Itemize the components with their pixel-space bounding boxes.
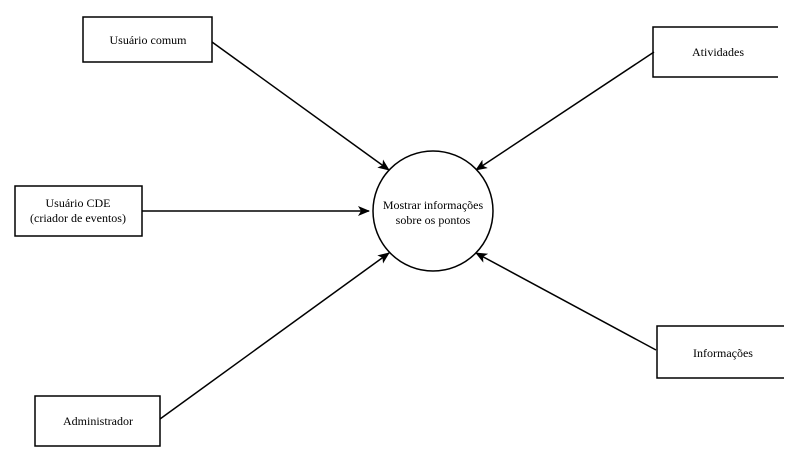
entity-label-administrador: Administrador bbox=[63, 414, 133, 428]
entity-label-usuario-comum: Usuário comum bbox=[110, 33, 188, 47]
datastore-label-informacoes: Informações bbox=[693, 346, 753, 360]
process-label-line2: sobre os pontos bbox=[396, 213, 471, 227]
entity-usuario-cde: Usuário CDE (criador de eventos) bbox=[14, 185, 143, 237]
entity-usuario-comum: Usuário comum bbox=[82, 16, 213, 63]
entity-box bbox=[34, 395, 161, 447]
entity-box bbox=[14, 185, 143, 237]
flow-atividades-to-process bbox=[475, 51, 655, 171]
flow-administrador-to-process bbox=[159, 252, 390, 420]
datastore-outline bbox=[652, 26, 778, 78]
datastore-outline bbox=[656, 325, 784, 379]
process-label-line1: Mostrar informações bbox=[383, 198, 484, 212]
entity-box bbox=[82, 16, 213, 63]
datastore-atividades: Atividades bbox=[652, 26, 778, 78]
entity-administrador: Administrador bbox=[34, 395, 161, 447]
datastore-informacoes: Informações bbox=[656, 325, 784, 379]
process-node: Mostrar informações sobre os pontos bbox=[372, 150, 494, 272]
flow-usuario-comum-to-process bbox=[211, 41, 390, 171]
flow-informacoes-to-process bbox=[475, 252, 657, 351]
datastore-label-atividades: Atividades bbox=[692, 45, 744, 59]
process-circle bbox=[372, 150, 494, 272]
entity-label-usuario-cde-line2: (criador de eventos) bbox=[30, 211, 126, 225]
entity-label-usuario-cde-line1: Usuário CDE bbox=[46, 196, 111, 210]
